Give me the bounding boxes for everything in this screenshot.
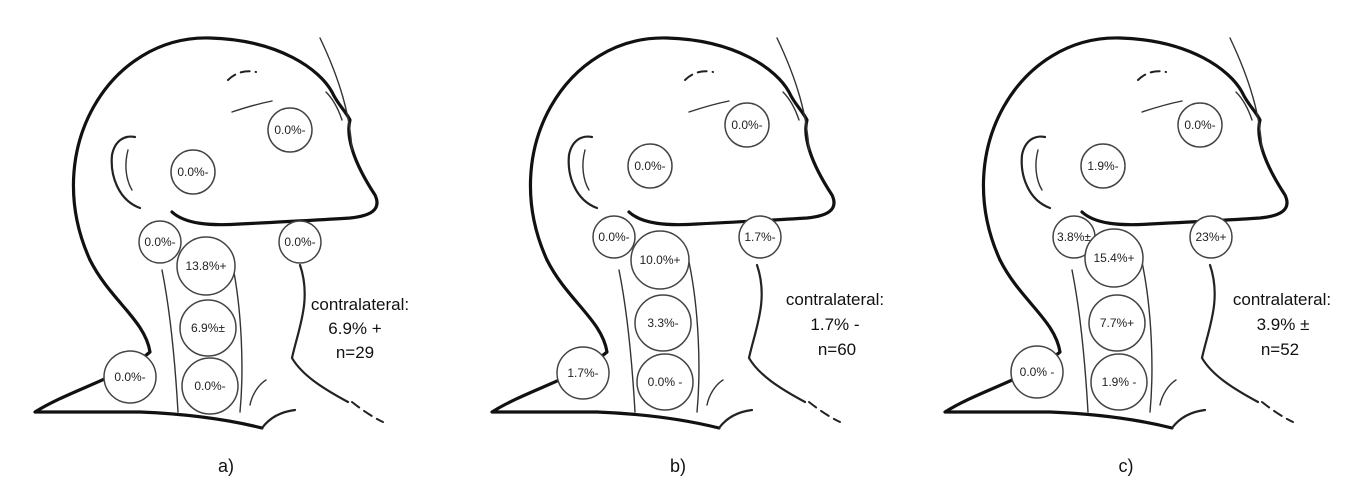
panel-b: 0.0%- 0.0%- 0.0%- 1.7%- 10.0%+ 3.3%- 0.0… bbox=[492, 38, 884, 476]
contralateral-n: n=52 bbox=[1261, 340, 1299, 359]
panel-label: b) bbox=[670, 456, 686, 476]
contralateral-title: contralateral: bbox=[786, 290, 884, 309]
node-label-level-2: 15.4%+ bbox=[1093, 251, 1134, 265]
panel-label: c) bbox=[1119, 456, 1134, 476]
node-label-submandibular: 23%+ bbox=[1195, 230, 1226, 244]
ear bbox=[569, 137, 597, 208]
lymph-nodes: 0.0%- 0.0%- 0.0%- 0.0%- 13.8%+ 6.9%± 0.0… bbox=[104, 108, 321, 414]
node-label-submandibular: 0.0%- bbox=[284, 235, 315, 249]
node-label-preauricular: 0.0%- bbox=[634, 159, 665, 173]
panel-a: 0.0%- 0.0%- 0.0%- 0.0%- 13.8%+ 6.9%± 0.0… bbox=[35, 38, 409, 476]
node-label-level-2: 10.0%+ bbox=[639, 253, 680, 267]
node-label-level-4: 1.9% - bbox=[1102, 375, 1137, 389]
contralateral-n: n=29 bbox=[336, 343, 374, 362]
contralateral-title: contralateral: bbox=[1233, 290, 1331, 309]
contralateral-summary: contralateral: 1.7% - n=60 bbox=[786, 290, 884, 359]
node-label-level-5: 0.0% - bbox=[1020, 365, 1055, 379]
ear bbox=[112, 137, 140, 208]
lymph-nodes: 0.0%- 0.0%- 0.0%- 1.7%- 10.0%+ 3.3%- 0.0… bbox=[557, 103, 781, 410]
node-label-retroauricular: 0.0%- bbox=[144, 235, 175, 249]
panel-c: 0.0%- 1.9%- 3.8%± 23%+ 15.4%+ 7.7%+ 1.9%… bbox=[945, 38, 1331, 476]
ear bbox=[1022, 137, 1050, 208]
node-label-level-3: 6.9%± bbox=[191, 321, 225, 335]
node-label-level-3: 3.3%- bbox=[647, 316, 678, 330]
panel-label: a) bbox=[218, 456, 234, 476]
contralateral-value: 3.9% ± bbox=[1257, 315, 1310, 334]
node-label-level-2: 13.8%+ bbox=[185, 259, 226, 273]
contralateral-summary: contralateral: 6.9% + n=29 bbox=[311, 295, 409, 362]
node-label-level-4: 0.0% - bbox=[648, 375, 683, 389]
node-label-parotid: 0.0%- bbox=[274, 123, 305, 137]
node-label-preauricular: 0.0%- bbox=[177, 165, 208, 179]
contralateral-title: contralateral: bbox=[311, 295, 409, 314]
node-label-level-5: 1.7%- bbox=[567, 366, 598, 380]
node-label-preauricular: 1.9%- bbox=[1087, 159, 1118, 173]
node-label-parotid: 0.0%- bbox=[1184, 118, 1215, 132]
node-label-level-5: 0.0%- bbox=[114, 370, 145, 384]
node-label-retroauricular: 3.8%± bbox=[1057, 230, 1091, 244]
contralateral-summary: contralateral: 3.9% ± n=52 bbox=[1233, 290, 1331, 359]
node-label-level-4: 0.0%- bbox=[194, 379, 225, 393]
node-label-retroauricular: 0.0%- bbox=[598, 230, 629, 244]
lymph-nodes: 0.0%- 1.9%- 3.8%± 23%+ 15.4%+ 7.7%+ 1.9%… bbox=[1011, 103, 1232, 410]
node-label-level-3: 7.7%+ bbox=[1100, 316, 1134, 330]
contralateral-value: 1.7% - bbox=[810, 315, 859, 334]
contralateral-n: n=60 bbox=[818, 340, 856, 359]
contralateral-value: 6.9% + bbox=[328, 319, 381, 338]
node-label-submandibular: 1.7%- bbox=[744, 230, 775, 244]
node-label-parotid: 0.0%- bbox=[731, 118, 762, 132]
